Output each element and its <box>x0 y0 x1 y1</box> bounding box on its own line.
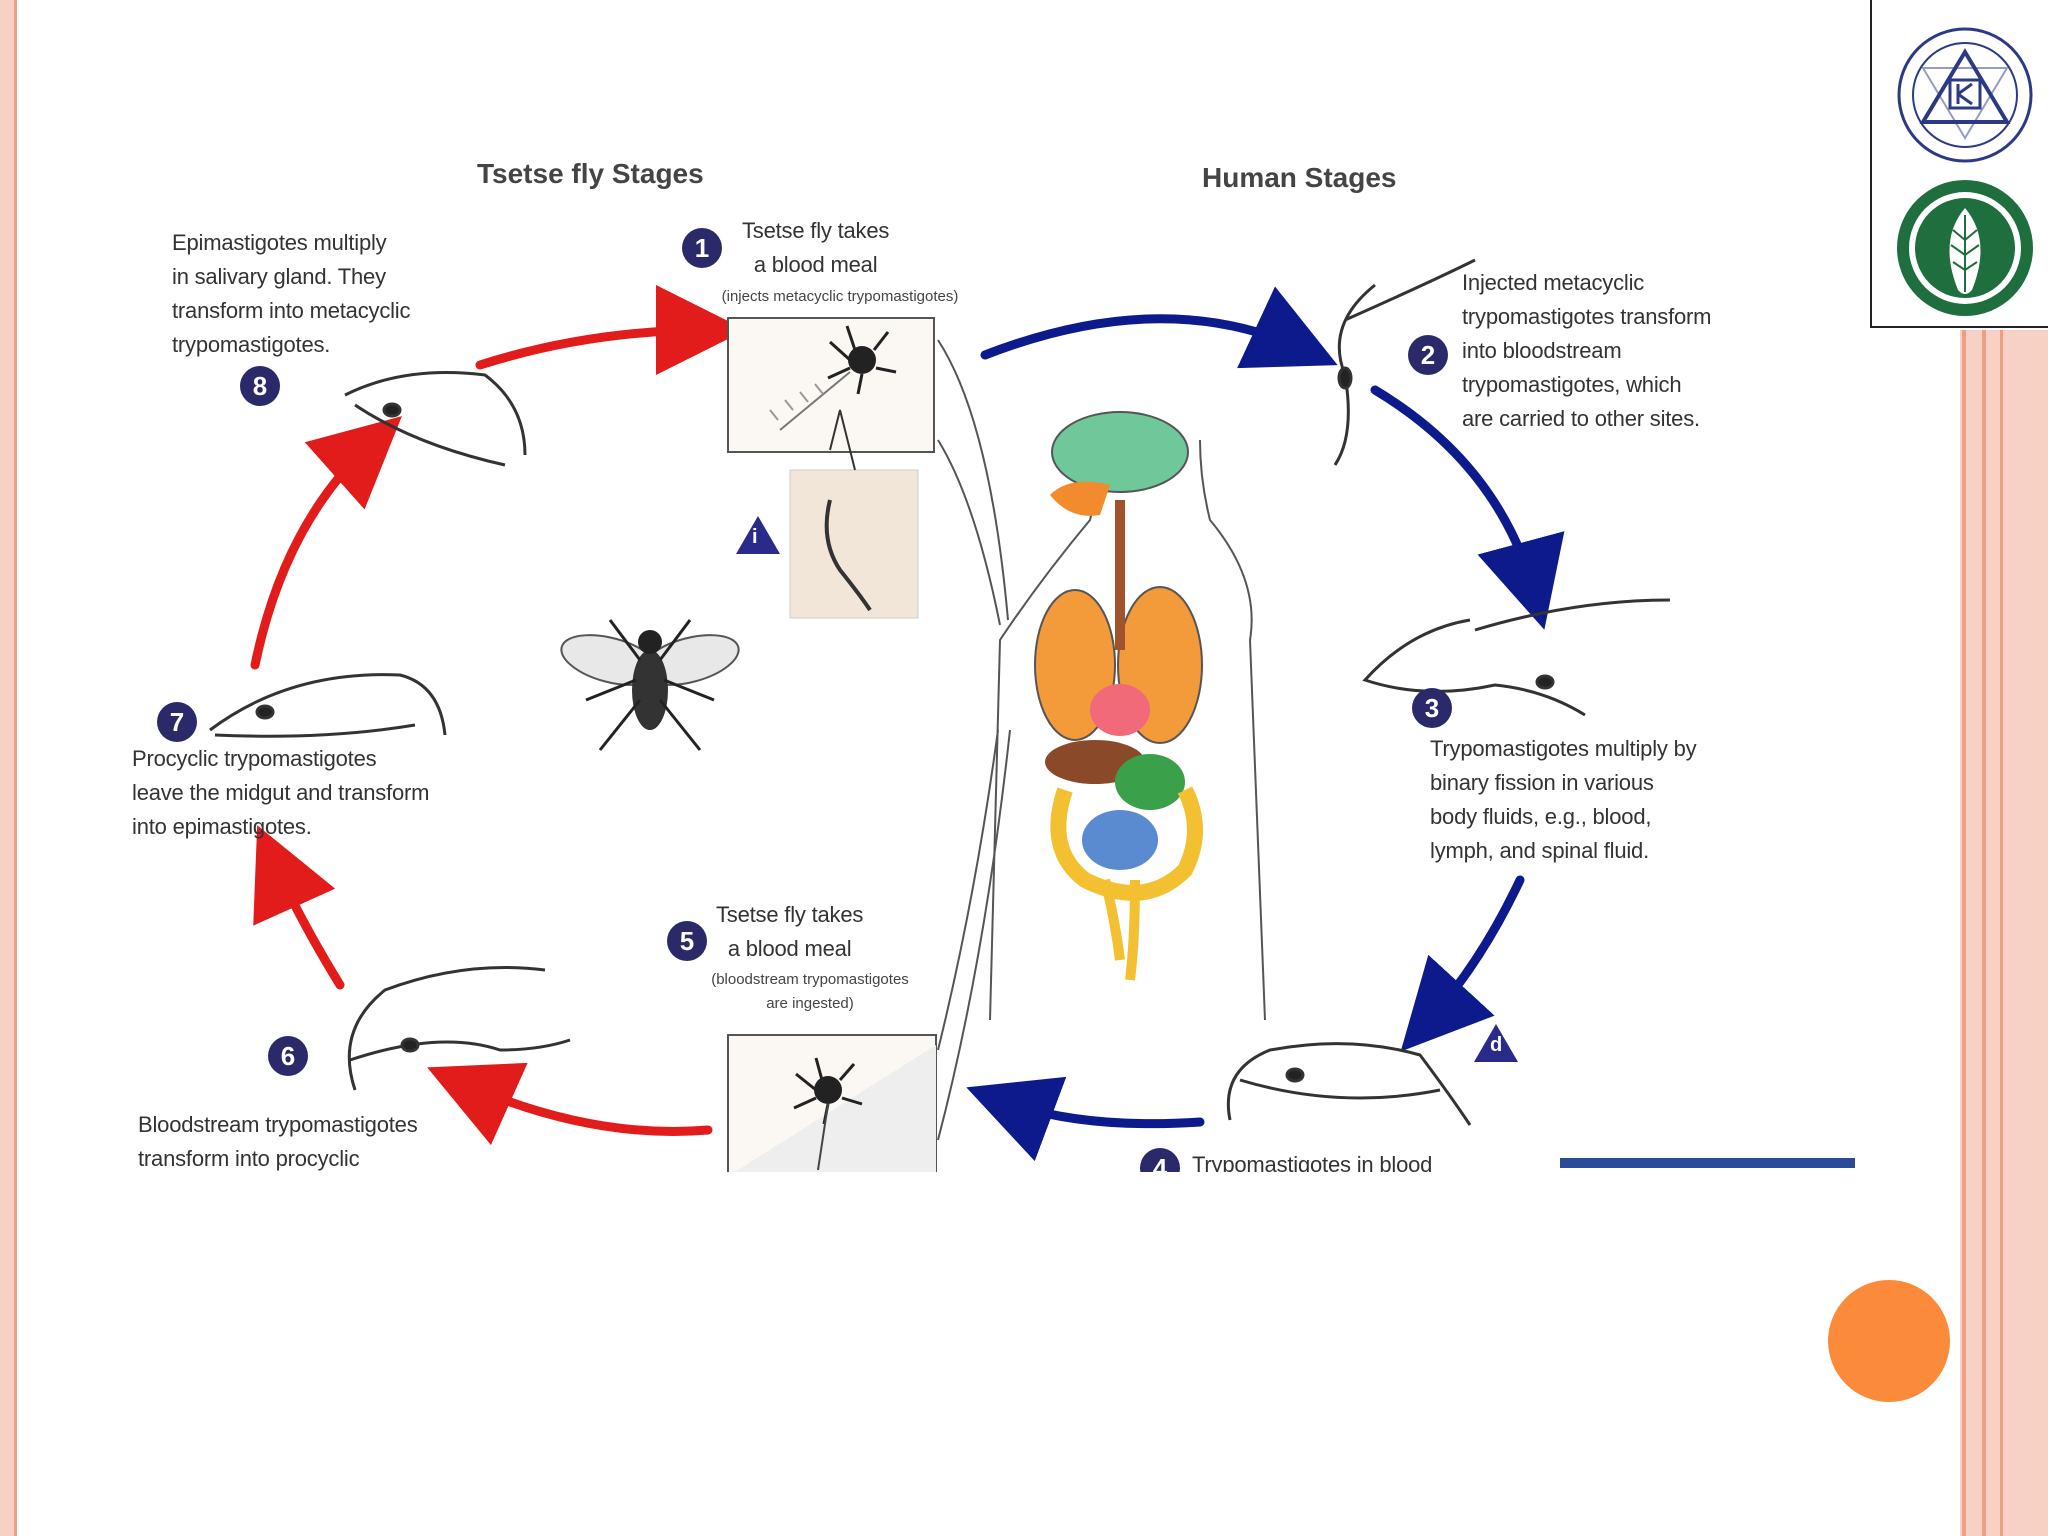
arrow-3-to-4 <box>1400 875 1525 1052</box>
step-4-badge: 4 <box>1140 1148 1180 1172</box>
step-1-badge: 1 <box>682 228 722 268</box>
step-2-line-4: trypomastigotes, which <box>1462 372 1682 397</box>
step-5-note: (bloodstream trypomastigotes are ingeste… <box>640 968 980 1016</box>
step-7-line-2: leave the midgut and transform <box>132 780 430 805</box>
orange-bullet-decoration <box>1828 1280 1950 1402</box>
step-3-line-2: binary fission in various <box>1430 770 1654 795</box>
step-5-note-line-2: are ingested) <box>766 995 854 1012</box>
step-4-text: Trypomastigotes in blood <box>1192 1152 1433 1172</box>
step-6-badge: 6 <box>268 1036 308 1076</box>
arrow-5-to-6 <box>427 1062 713 1146</box>
step-7-badge: 7 <box>157 702 197 742</box>
cropped-bottom-mask <box>120 1172 1880 1192</box>
logo-panel <box>1870 0 2048 328</box>
infective-stage-label: i <box>752 526 758 548</box>
step-6-line-1: Bloodstream trypomastigotes <box>138 1112 418 1137</box>
institution-seal-icon <box>1897 27 2033 163</box>
step-2-line-2: trypomastigotes transform <box>1462 304 1712 329</box>
step-1-note: (injects metacyclic trypomastigotes) <box>721 288 959 305</box>
step-2-text: Injected metacyclic trypomastigotes tran… <box>1462 266 1712 436</box>
step-3-line-3: body fluids, e.g., blood, <box>1430 804 1652 829</box>
step-8-line-2: in salivary gland. They <box>172 264 386 289</box>
step-3-line-1: Trypomastigotes multiply by <box>1430 736 1697 761</box>
legend-bar <box>1560 1158 1855 1168</box>
step-2-line-5: are carried to other sites. <box>1462 406 1700 431</box>
tsetse-stages-heading: Tsetse fly Stages <box>477 158 704 189</box>
arrow-6-to-7 <box>253 825 345 990</box>
step-3-line-4: lymph, and spinal fluid. <box>1430 838 1649 863</box>
blue-cycle-arrows <box>966 286 1565 1162</box>
trypanosome-icon <box>209 258 1671 1126</box>
step-8-badge: 8 <box>240 366 280 406</box>
bite-inset-bottom <box>727 1034 937 1176</box>
right-border-line-2 <box>1982 330 1986 1536</box>
step-7-line-3: into epimastigotes. <box>132 814 312 839</box>
step-8-text: Epimastigotes multiply in salivary gland… <box>172 226 410 362</box>
logo-graphics <box>1897 27 2033 316</box>
arrow-7-to-8 <box>250 416 402 670</box>
arrow-2-to-3 <box>1370 385 1565 630</box>
step-2-badge: 2 <box>1408 335 1448 375</box>
human-stages-heading: Human Stages <box>1202 162 1397 193</box>
right-border-line-1 <box>1962 330 1966 1536</box>
trypanosome-inset <box>789 469 919 619</box>
step-2-line-3: into bloodstream <box>1462 338 1622 363</box>
left-border-stripe <box>0 0 14 1536</box>
infective-stage-marker: i <box>736 516 780 554</box>
tsetse-fly-icon <box>560 619 740 751</box>
step-5-badge: 5 <box>667 921 707 961</box>
step-7-text: Procyclic trypomastigotes leave the midg… <box>132 742 429 844</box>
step-6-clip: Bloodstream trypomastigotes transform in… <box>138 1108 658 1172</box>
red-cycle-arrows <box>250 285 746 1146</box>
step-5-line-1: Tsetse fly takes <box>716 902 864 927</box>
arrow-1-to-2 <box>980 286 1338 369</box>
step-6-text: Bloodstream trypomastigotes transform in… <box>138 1108 418 1172</box>
diagnostic-stage-label: d <box>1490 1034 1503 1056</box>
step-7-line-1: Procyclic trypomastigotes <box>132 746 377 771</box>
right-border-stripe <box>1960 330 2048 1536</box>
connector-lines <box>937 339 1011 1141</box>
human-anatomy-icon <box>989 411 1266 1021</box>
step-3-badge: 3 <box>1412 688 1452 728</box>
bite-inset-top <box>727 317 935 453</box>
step-6-line-2: transform into procyclic <box>138 1146 360 1171</box>
step-1-line-1: Tsetse fly takes <box>742 218 890 243</box>
diagnostic-stage-marker: d <box>1474 1024 1518 1062</box>
step-5-text: Tsetse fly takes a blood meal <box>716 898 863 966</box>
leaf-emblem-icon <box>1897 180 2033 316</box>
step-1-text: Tsetse fly takes a blood meal <box>742 214 889 282</box>
step-1-line-2: a blood meal <box>753 252 878 277</box>
right-border-line-3 <box>2000 330 2003 1536</box>
step-5-note-line-1: (bloodstream trypomastigotes <box>711 971 909 988</box>
arrow-4-to-5 <box>966 1076 1205 1162</box>
step-2-line-1: Injected metacyclic <box>1462 270 1645 295</box>
step-8-line-3: transform into metacyclic <box>172 298 411 323</box>
arrow-8-to-1 <box>475 285 746 376</box>
step-8-line-1: Epimastigotes multiply <box>172 230 387 255</box>
step-8-line-4: trypomastigotes. <box>172 332 331 357</box>
step-3-text: Trypomastigotes multiply by binary fissi… <box>1430 732 1697 868</box>
inset-pointer <box>829 409 856 471</box>
step-5-line-2: a blood meal <box>727 936 852 961</box>
step-4-clip: 4 Trypomastigotes in blood <box>1130 1148 1530 1172</box>
left-border-line <box>14 0 17 1536</box>
